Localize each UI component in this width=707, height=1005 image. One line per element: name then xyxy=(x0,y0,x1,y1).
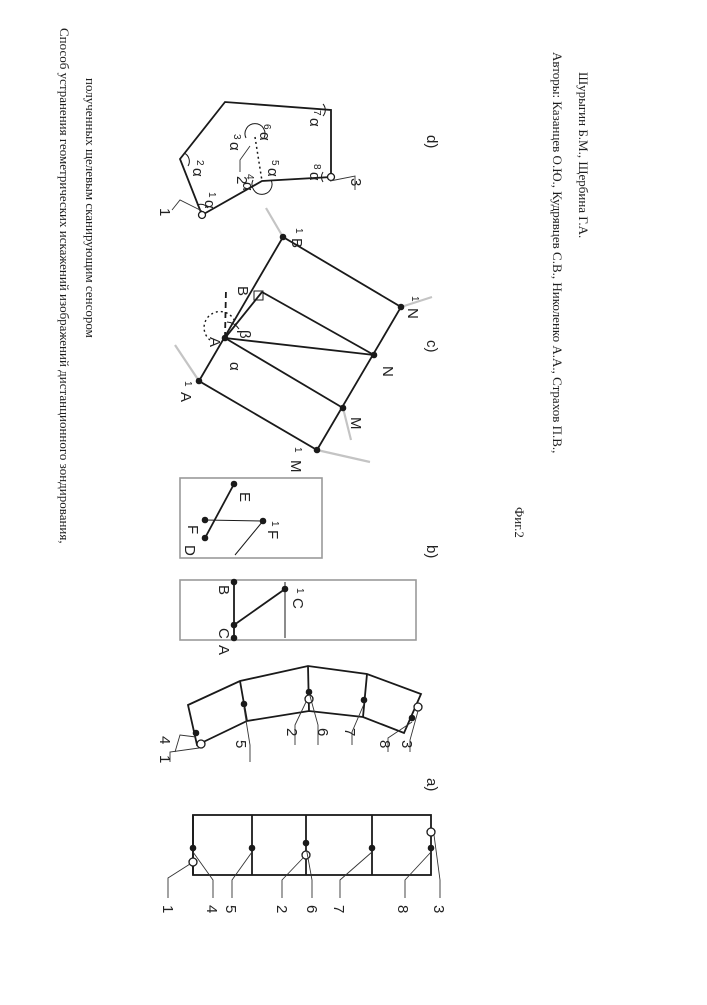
point-label-a1-sub: 1 xyxy=(182,381,193,387)
straight-label-7: 7 xyxy=(330,905,347,913)
straight-point-3 xyxy=(427,828,435,836)
straight-point-1 xyxy=(189,858,197,866)
curved-label-5: 5 xyxy=(232,740,249,748)
point-label-m1-sub: 1 xyxy=(292,447,303,453)
point-label-b: B xyxy=(215,585,232,595)
point-label-b1: B xyxy=(288,238,305,248)
caption-figure-number: Фиг.2 xyxy=(512,507,527,538)
panel-d-label: d) xyxy=(423,135,440,148)
straight-point-7 xyxy=(369,845,376,852)
polygon-label-3: 3 xyxy=(347,178,364,186)
straight-label-3: 3 xyxy=(430,905,447,913)
straight-label-5: 5 xyxy=(222,905,239,913)
point-label-b-vertex: B xyxy=(234,286,251,296)
point-label-f1-sub: 1 xyxy=(269,521,280,527)
panel-c: A 1 A B B 1 M 1 M N N 1 α β c) xyxy=(175,208,440,473)
angle-alpha-8: α xyxy=(306,172,323,181)
quadrilateral-a1b1n1m1 xyxy=(199,237,401,450)
straight-label-2: 2 xyxy=(273,905,290,913)
panel-a: 1 4 5 2 6 7 8 3 4 1 5 xyxy=(156,666,447,913)
point-label-f1: F xyxy=(264,530,281,539)
point-label-e: E xyxy=(236,492,253,502)
caption-title-line1: Способ устранения геометрических искажен… xyxy=(57,28,72,544)
point-label-c1-sub: 1 xyxy=(294,588,305,594)
straight-point-8 xyxy=(428,845,435,852)
straight-point-4 xyxy=(190,845,197,852)
polygon-label-1: 1 xyxy=(156,208,173,216)
straight-label-1: 1 xyxy=(159,905,176,913)
point-label-m1: M xyxy=(287,460,304,473)
point-label-a-vertex: A xyxy=(206,337,223,347)
panel-c-label: c) xyxy=(423,340,440,353)
straight-label-8: 8 xyxy=(394,905,411,913)
panel-b-right-box xyxy=(180,478,322,558)
point-label-m: M xyxy=(347,417,364,430)
curved-label-6: 6 xyxy=(314,728,331,736)
angle-alpha-6: α xyxy=(256,132,273,141)
angle-alpha-2: α xyxy=(189,168,206,177)
point-label-c: C xyxy=(215,628,232,639)
curved-label-3: 3 xyxy=(398,740,415,748)
angle-alpha-8-sub: 8 xyxy=(311,164,322,170)
point-label-d: D xyxy=(181,545,198,556)
angle-label-alpha: α xyxy=(226,362,243,371)
curved-label-2: 2 xyxy=(283,728,300,736)
curved-label-1: 1 xyxy=(156,755,173,763)
point-label-b1-sub: 1 xyxy=(293,228,304,234)
point-label-c1: C xyxy=(289,598,306,609)
straight-point-6 xyxy=(303,840,310,847)
angle-label-beta: β xyxy=(236,330,253,339)
angle-alpha-7: α xyxy=(306,118,323,127)
curved-point-5 xyxy=(241,701,248,708)
angle-alpha-5-sub: 5 xyxy=(269,160,280,166)
point-label-f: F xyxy=(184,525,201,534)
angle-alpha-1: α xyxy=(201,200,218,209)
angle-alpha-3-sub: 3 xyxy=(231,134,242,140)
caption-authors-line2: Шурыгин Б.М., Щербина Г.А. xyxy=(576,72,591,238)
straight-strip xyxy=(193,815,431,875)
straight-point-5 xyxy=(249,845,256,852)
angle-alpha-2-sub: 2 xyxy=(194,160,205,166)
straight-label-6: 6 xyxy=(303,905,320,913)
straight-label-4: 4 xyxy=(203,905,220,913)
caption-authors-line1: Авторы: Казанцев О.Ю., Кудрявцев С.В., Н… xyxy=(550,52,565,453)
panel-d: α 1 α 2 α 3 α 4 α 5 α 6 α 7 α 8 1 2 3 d) xyxy=(156,102,440,219)
curved-label-8: 8 xyxy=(376,740,393,748)
angle-alpha-3: α xyxy=(226,142,243,151)
polygon-label-2: 2 xyxy=(233,176,250,184)
curved-point-4 xyxy=(193,730,200,737)
curved-point-1 xyxy=(197,740,205,748)
angle-alpha-6-sub: 6 xyxy=(261,124,272,130)
panel-b: A C B C 1 D F E F 1 b) xyxy=(180,478,440,655)
point-label-n1-sub: 1 xyxy=(409,296,420,302)
panel-a-label: a) xyxy=(423,778,440,791)
curved-label-4: 4 xyxy=(156,736,173,744)
point-label-a1: A xyxy=(177,392,194,402)
angle-alpha-1-sub: 1 xyxy=(206,192,217,198)
panel-b-label: b) xyxy=(423,545,440,558)
curved-point-6 xyxy=(306,689,313,696)
point-label-n: N xyxy=(379,366,396,377)
angle-alpha-7-sub: 7 xyxy=(311,110,322,116)
angle-alpha-5: α xyxy=(264,168,281,177)
curved-point-3 xyxy=(414,703,422,711)
point-label-a-b: A xyxy=(215,645,232,655)
point-label-n1: N xyxy=(404,308,421,319)
curved-point-8 xyxy=(409,715,416,722)
caption-title-line2: полученных щелевым сканирующим сенсором xyxy=(83,78,98,338)
curved-label-7: 7 xyxy=(341,728,358,736)
curved-point-7 xyxy=(361,697,368,704)
straight-point-2 xyxy=(302,851,310,859)
